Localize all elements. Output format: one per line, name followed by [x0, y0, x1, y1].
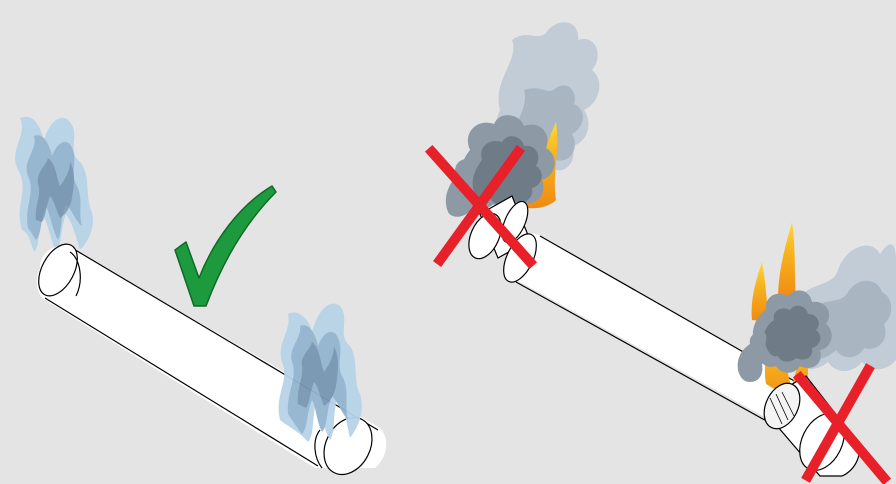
green-checkmark-icon — [175, 186, 276, 306]
correct-panel — [15, 117, 386, 483]
smoke-left-correct — [15, 117, 93, 252]
smoke-right-correct — [279, 304, 362, 442]
incorrect-panel — [432, 22, 896, 478]
